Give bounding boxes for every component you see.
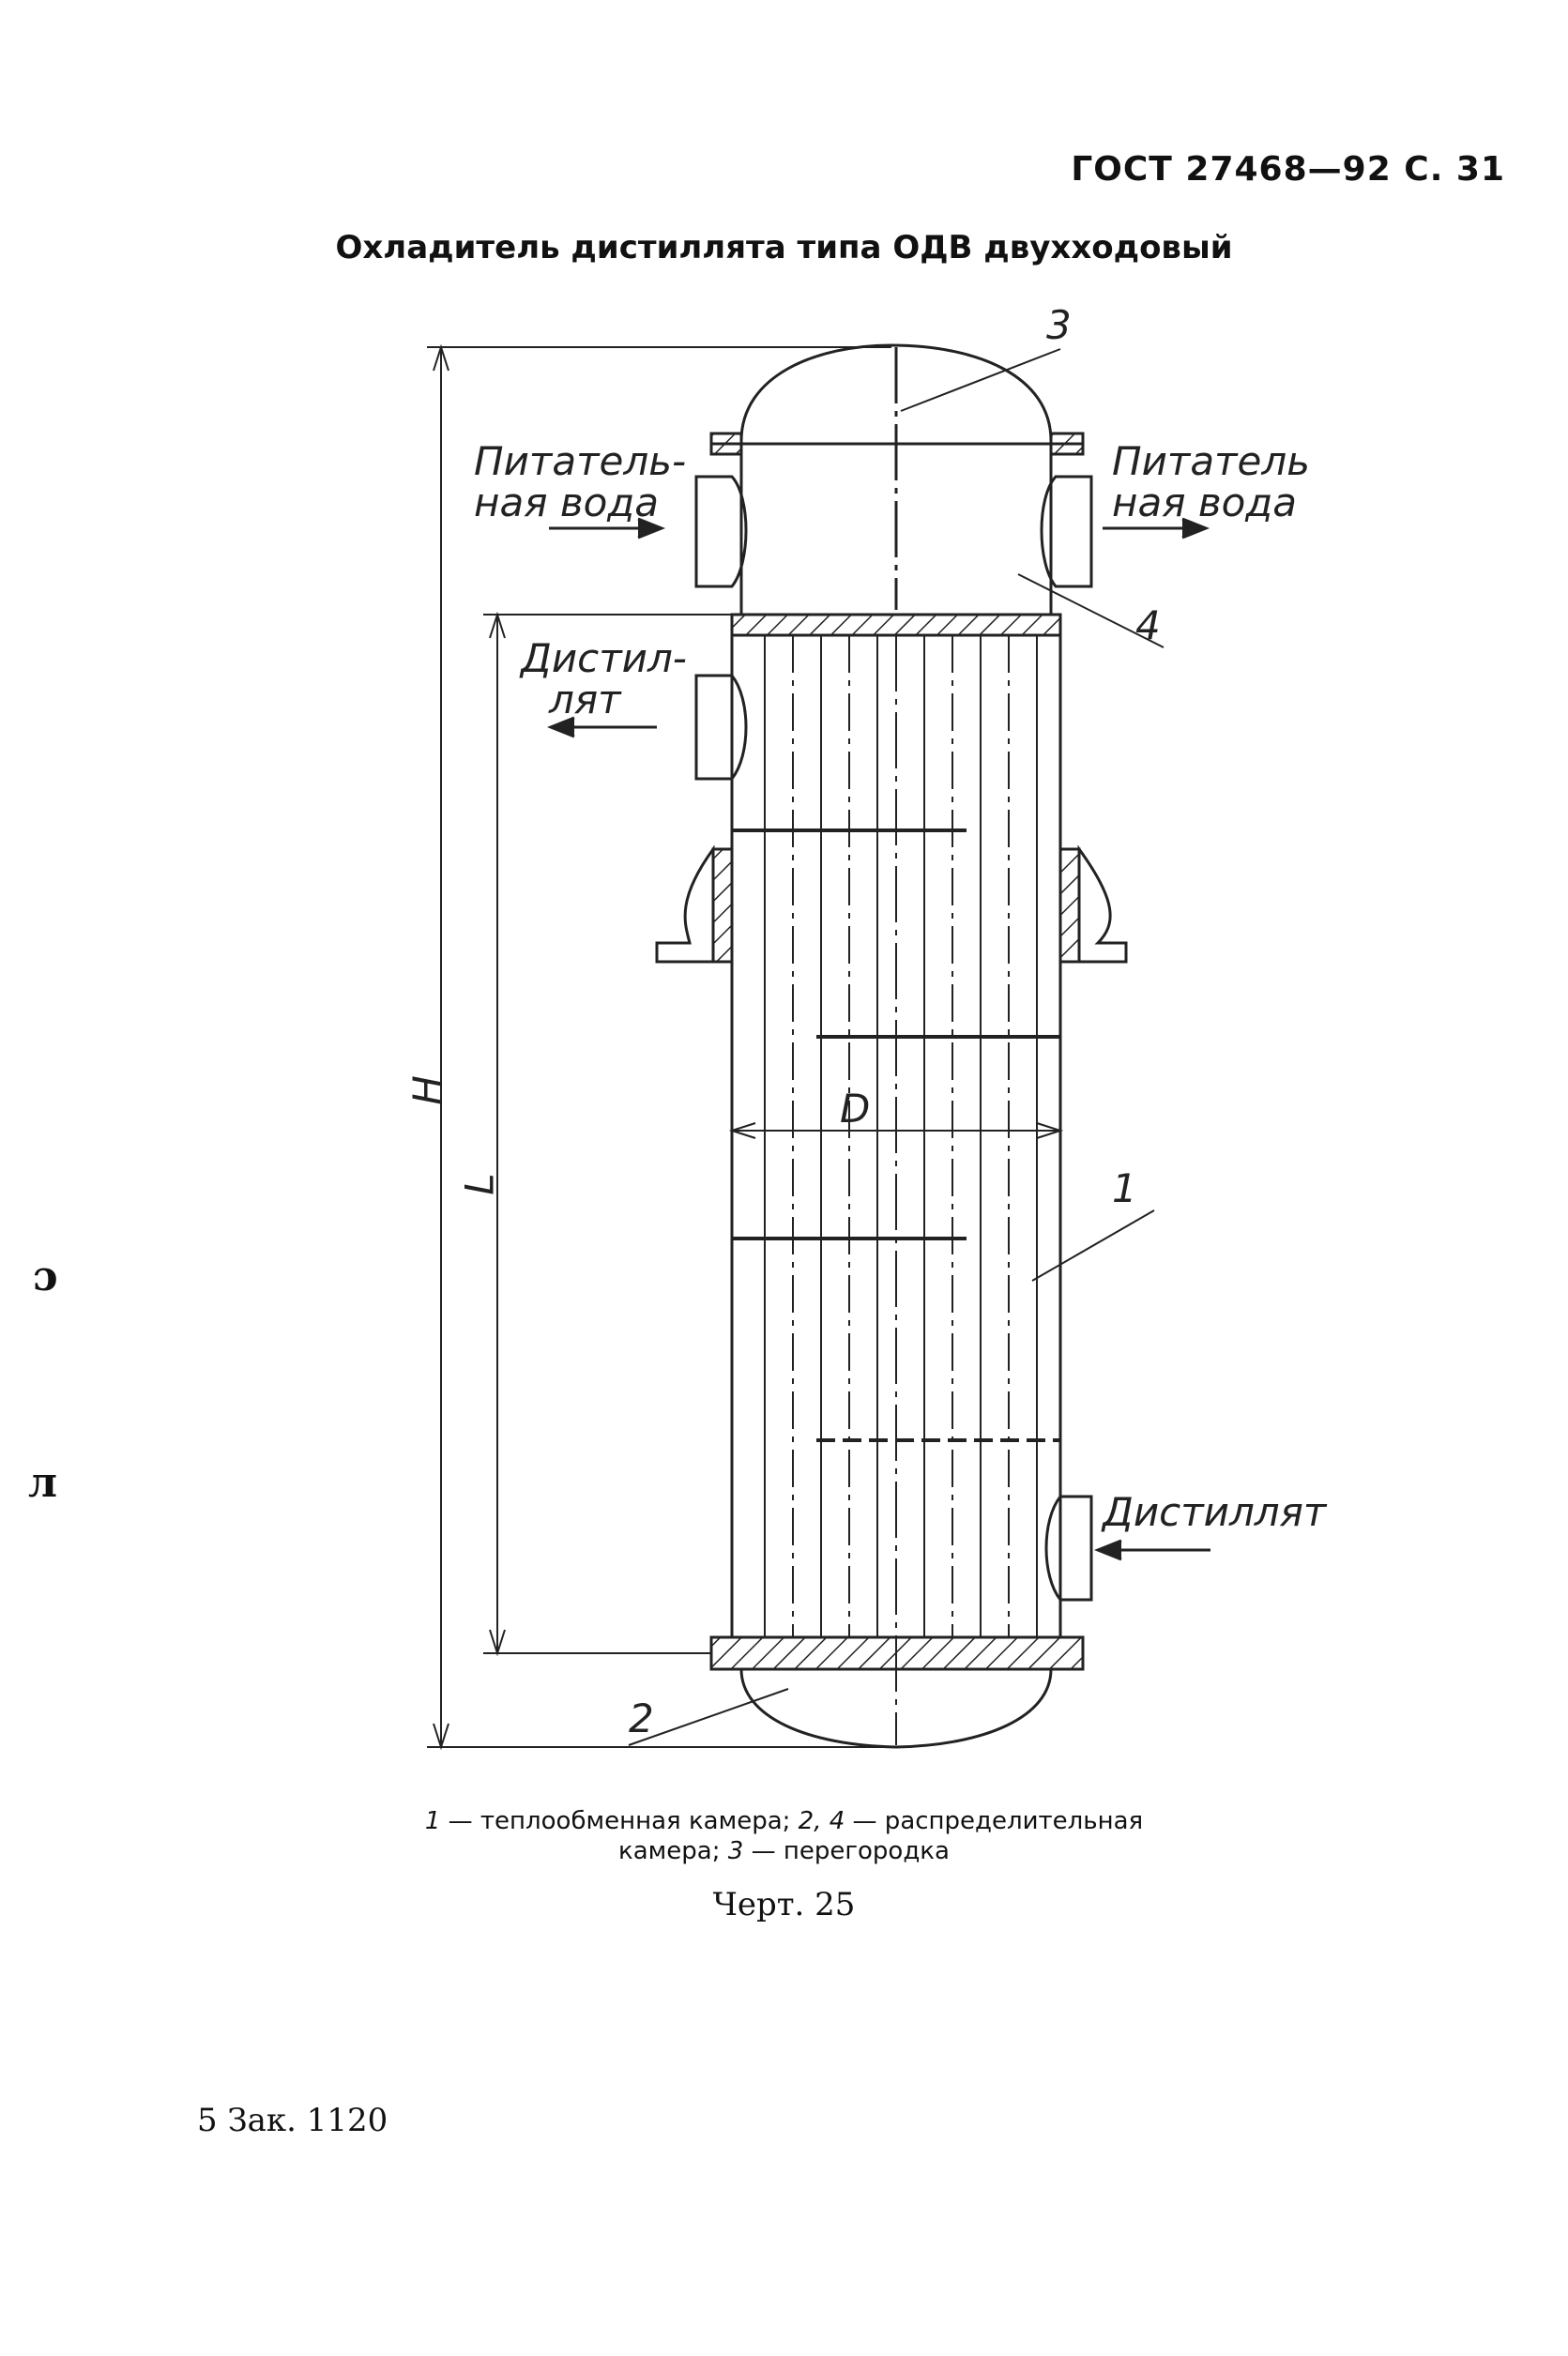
label-pos-2: 2 — [629, 1695, 654, 1741]
label-dim-L: L — [456, 1173, 503, 1195]
caption-num-2: 2, 4 — [798, 1807, 845, 1835]
label-feed-out: Питатель ная вода — [1112, 441, 1310, 524]
figure-caption: 1 — теплообменная камера; 2, 4 — распред… — [0, 1806, 1568, 1866]
leader-1 — [1031, 1209, 1155, 1282]
label-pos-1: 1 — [1112, 1165, 1137, 1211]
label-distillate-out-line1: Дистил- — [521, 635, 687, 681]
caption-num-1: 1 — [424, 1807, 441, 1835]
top-dome — [739, 343, 1053, 442]
distillate-in-nozzle — [1044, 1495, 1093, 1602]
label-distillate-out-line2: лят — [549, 676, 621, 722]
label-distillate-in: Дистиллят — [1103, 1489, 1327, 1535]
label-distillate-out: Дистил- лят — [521, 638, 687, 721]
distillate-out-nozzle — [694, 674, 748, 781]
label-pos-4: 4 — [1135, 602, 1161, 648]
label-dim-H: H — [403, 1075, 450, 1105]
upper-tube-sheet — [730, 613, 1062, 637]
support-right — [1077, 844, 1128, 964]
label-pos-3: 3 — [1046, 302, 1072, 348]
margin-mark-2: л — [28, 1459, 58, 1507]
caption-num-3: 3 — [727, 1837, 744, 1865]
page-footer: 5 Зак. 1120 — [197, 2102, 388, 2139]
caption-line-1: 1 — теплообменная камера; 2, 4 — распред… — [0, 1806, 1568, 1836]
label-feed-out-line1: Питатель — [1112, 438, 1310, 484]
feed-in-nozzle — [694, 475, 748, 588]
label-dim-D: D — [840, 1086, 871, 1132]
caption-text-1: — теплообменная камера; — [440, 1807, 799, 1835]
caption-text-2: — распределительная — [845, 1807, 1144, 1835]
leader-2 — [628, 1688, 789, 1746]
caption-text-3: камера; — [618, 1837, 728, 1865]
support-right-plate — [1058, 847, 1081, 964]
support-left-plate — [711, 847, 734, 964]
lower-tube-sheet — [709, 1635, 1085, 1671]
bottom-dome — [739, 1668, 1053, 1749]
caption-line-2: камера; 3 — перегородка — [0, 1836, 1568, 1866]
label-feed-out-line2: ная вода — [1112, 479, 1298, 525]
label-feed-in-line1: Питатель- — [474, 438, 687, 484]
support-left — [655, 844, 715, 964]
figure-number: Черт. 25 — [712, 1886, 856, 1923]
figure-title: Охладитель дистиллята типа ОДВ двухходов… — [335, 229, 1233, 266]
feed-out-nozzle — [1040, 475, 1093, 588]
leader-4 — [1017, 573, 1165, 648]
label-feed-in: Питатель- ная вода — [474, 441, 686, 524]
caption-text-4: — перегородка — [743, 1837, 950, 1865]
leader-3 — [900, 348, 1061, 412]
label-feed-in-line2: ная вода — [474, 479, 660, 525]
margin-mark-1: ɔ — [33, 1253, 58, 1300]
document-header: ГОСТ 27468—92 С. 31 — [1071, 150, 1505, 189]
